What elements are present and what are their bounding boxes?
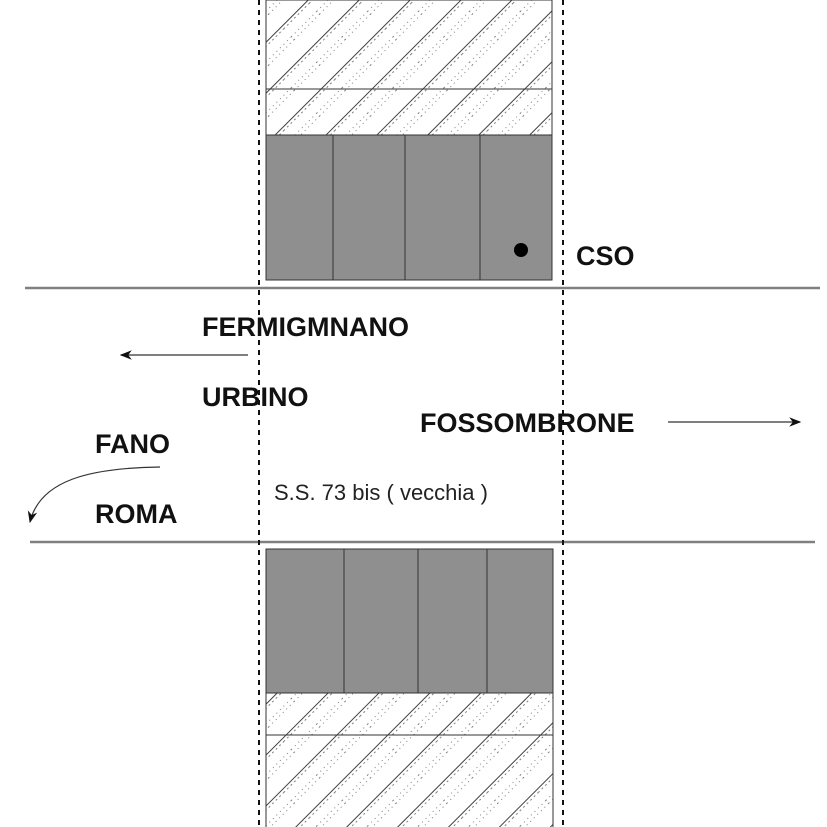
cso-marker-dot [514,243,528,257]
label-cso: CSO [576,241,635,271]
label-roma: ROMA [95,499,178,529]
top-buildings [265,134,553,281]
top-block [265,0,553,281]
bottom-block [265,548,554,827]
label-fossombrone: FOSSOMBRONE [420,408,635,438]
bottom-hatched-area [265,692,554,827]
road-name-label: S.S. 73 bis ( vecchia ) [274,480,488,505]
top-hatched-area [265,0,553,136]
curved-arrow-down-icon [27,466,161,524]
label-fano: FANO [95,429,170,459]
label-urbino: URBINO [202,382,309,412]
label-fermignano: FERMIGMNANO [202,312,409,342]
bottom-buildings [265,548,554,694]
